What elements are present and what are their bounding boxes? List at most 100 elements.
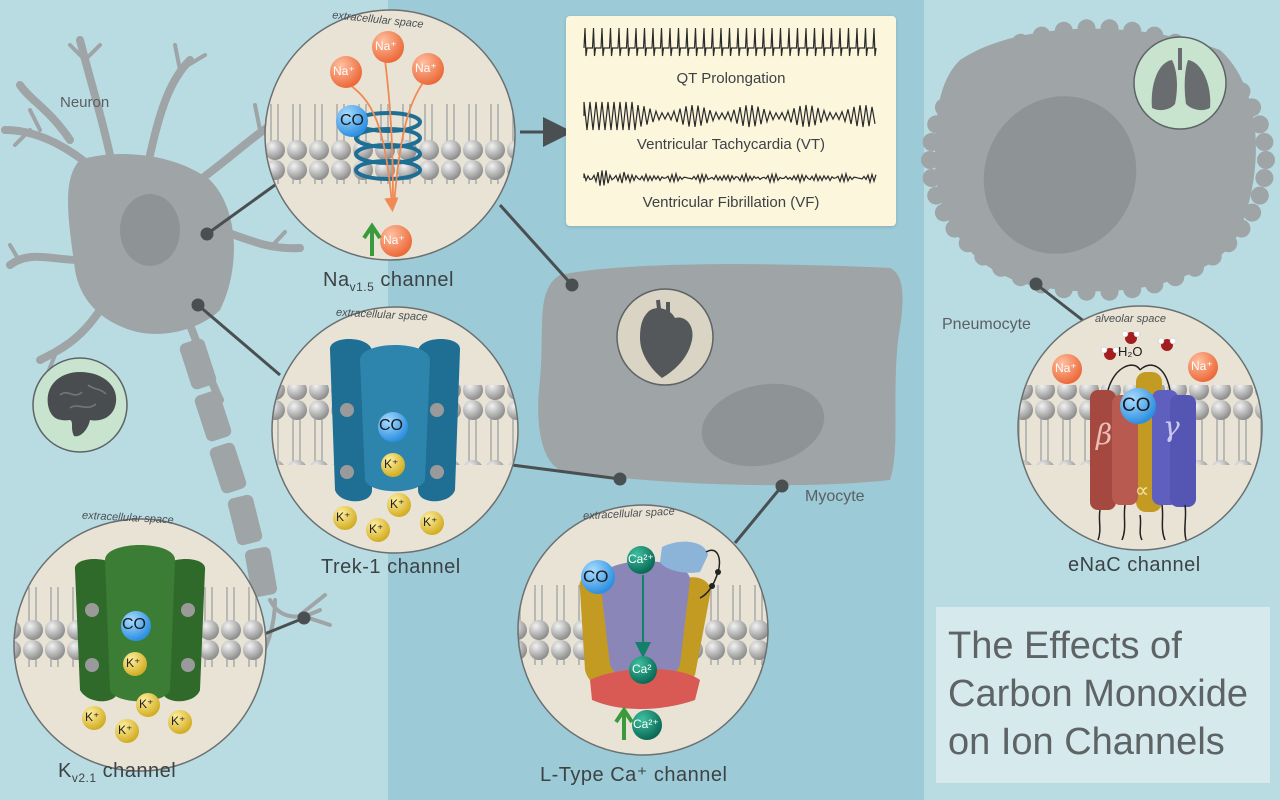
pneumocyte-villus [1250,186,1269,205]
na-ion-4: Na⁺ [383,233,405,247]
pneumocyte-villus [992,43,1011,62]
pneumocyte-cell [921,19,1275,301]
co-ltype: CO [583,567,609,586]
pneumocyte-villus [1077,19,1096,38]
k-ion-trek-4: K⁺ [390,497,405,511]
pneumocyte-villus [1250,115,1269,134]
k-ion-kv-2: K⁺ [85,710,100,724]
na-ion-2: Na⁺ [375,39,397,53]
pneumocyte-villus [1255,169,1274,187]
vt-trace [583,101,876,131]
pneumocyte-villus [1257,151,1275,169]
pneumocyte-villus [922,169,941,187]
pneumocyte-villus [945,219,964,238]
pneumocyte-villus [1243,203,1262,222]
pneumocyte-villus [1011,33,1030,52]
pneumocyte-villus [974,247,993,266]
title-panel: The Effects of Carbon Monoxide on Ion Ch… [936,607,1270,783]
pneumocyte-villus [1145,275,1164,294]
trek-channel-zoom [271,306,519,554]
vt-label: Ventricular Tachycardia (VT) [636,136,826,153]
ecg-traces [583,27,877,186]
pneumocyte-villus [1100,19,1119,38]
pneumocyte-villus [1203,247,1222,266]
k-ion-trek-1: K⁺ [384,457,399,471]
k-ion-kv-1: K⁺ [126,656,141,670]
pneumocyte-villus [1123,280,1142,299]
gamma-subunit-label: γ [1163,410,1180,443]
pneumocyte-villus [1243,98,1262,117]
title-line-3: on Ion Channels [948,721,1225,763]
pneumocyte-villus [958,234,977,253]
connectors [191,117,1086,637]
pneumocyte-villus [934,203,953,222]
pneumocyte-villus [1123,21,1142,40]
nav-channel-label: Nav1.5 channel [323,269,454,294]
pneumocyte-villus [1185,258,1204,277]
ca-ion-1: Ca²⁺ [628,552,654,566]
ca-ion-3: Ca²⁺ [633,717,659,731]
pneumocyte-villus [1166,268,1185,287]
neuron-label: Neuron [60,94,110,111]
pneumocyte-villus [1219,234,1238,253]
brain-icon [32,357,128,453]
pneumocyte-villus [1077,282,1096,301]
kv-channel-label: Kv2.1 channel [58,760,177,785]
k-ion-kv-3: K⁺ [118,723,133,737]
pneumocyte-villus [922,133,941,151]
pneumocyte-villus [958,67,977,86]
pneumocyte-villus [1232,82,1251,101]
vf-trace [583,170,877,186]
ecg-panel: QT Prolongation Ventricular Tachycardia … [566,16,896,226]
beta-subunit-label: β [1096,418,1113,451]
qt-trace [583,27,877,57]
ca-ion-2: Ca² [632,662,652,676]
co-kv: CO [122,616,146,633]
pneumocyte-villus [1054,21,1073,40]
k-ion-trek-3: K⁺ [369,522,384,536]
na-ion-enac-2: Na⁺ [1191,359,1213,373]
na-ion-3: Na⁺ [415,61,437,75]
k-ion-kv-5: K⁺ [171,714,186,728]
qt-label: QT Prolongation [676,70,786,87]
ltype-channel-zoom [517,504,769,756]
myocyte-label: Myocyte [805,488,865,505]
enac-channel-label: eNaC channel [1068,554,1201,576]
neuron-cell [1,36,332,672]
pneumocyte-villus [1232,219,1251,238]
enac-channel-zoom [1017,305,1263,551]
pneumocyte-villus [927,186,946,205]
pneumocyte-villus [927,115,946,134]
pneumocyte-villus [1255,133,1274,151]
alpha-subunit-label: ∝ [1135,480,1150,502]
co-enac: CO [1122,395,1151,416]
na-ion-enac-1: Na⁺ [1055,361,1077,375]
pneumocyte-villus [1032,26,1051,45]
co-nav: CO [340,112,364,129]
h2o-label: H₂O [1118,344,1143,359]
ltype-channel-label: L-Type Ca⁺ channel [540,764,728,786]
nav-channel-zoom [264,9,516,261]
pneumocyte-villus [992,258,1011,277]
co-trek: CO [379,417,403,434]
myocyte-cell [538,264,903,486]
pneumocyte-villus [921,151,939,169]
k-ion-trek-2: K⁺ [336,510,351,524]
pneumocyte-villus [1145,26,1164,45]
pneumocyte-villus [974,54,993,73]
title-line-1: The Effects of [948,625,1182,667]
enac-alveolar-label: alveolar space [1095,313,1166,325]
pneumocyte-villus [945,82,964,101]
pneumocyte-villus [934,98,953,117]
pneumocyte-villus [1054,280,1073,299]
heart-icon [616,288,714,386]
na-ion-1: Na⁺ [333,64,355,78]
vf-label: Ventricular Fibrillation (VF) [642,194,820,211]
title-line-2: Carbon Monoxide [948,673,1248,715]
pneumocyte-label: Pneumocyte [942,316,1031,333]
pneumocyte-villus [1011,268,1030,287]
lungs-icon [1133,36,1227,130]
kv-channel-zoom [13,518,267,772]
k-ion-kv-4: K⁺ [139,697,154,711]
